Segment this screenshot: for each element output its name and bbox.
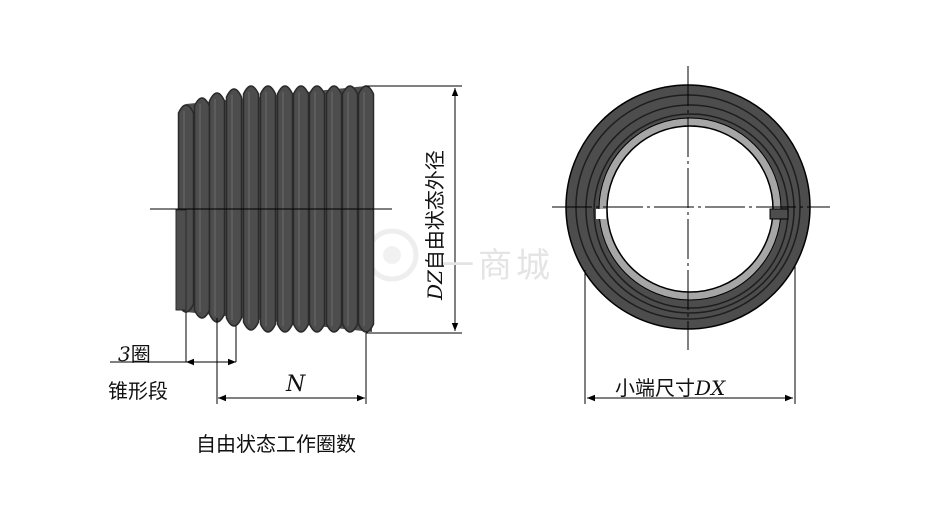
turns-unit: 圈 [130, 342, 151, 366]
turns-label: 3圈 [118, 338, 151, 367]
dz-description: 自由状态外径 [423, 150, 447, 271]
dz-label: DZ自由状态外径 [419, 150, 448, 300]
caption: 自由状态工作圈数 [196, 432, 356, 456]
coil-turn [208, 92, 226, 323]
n-label: N [286, 372, 306, 397]
turns-number: 3 [118, 342, 131, 366]
dz-variable: DZ [423, 270, 447, 300]
coil-turn [242, 85, 260, 331]
watermark-text: 一商城 [440, 246, 554, 286]
coil-tang [175, 209, 187, 311]
coil-turn [225, 88, 243, 327]
dx-description: 小端尺寸 [615, 376, 695, 400]
coil-front-view [565, 84, 811, 330]
coil-turn [193, 97, 211, 319]
watermark-logo [365, 228, 419, 282]
taper-label: 锥形段 [108, 379, 168, 403]
dx-variable: DX [695, 376, 726, 400]
dx-label: 小端尺寸DX [615, 372, 725, 401]
